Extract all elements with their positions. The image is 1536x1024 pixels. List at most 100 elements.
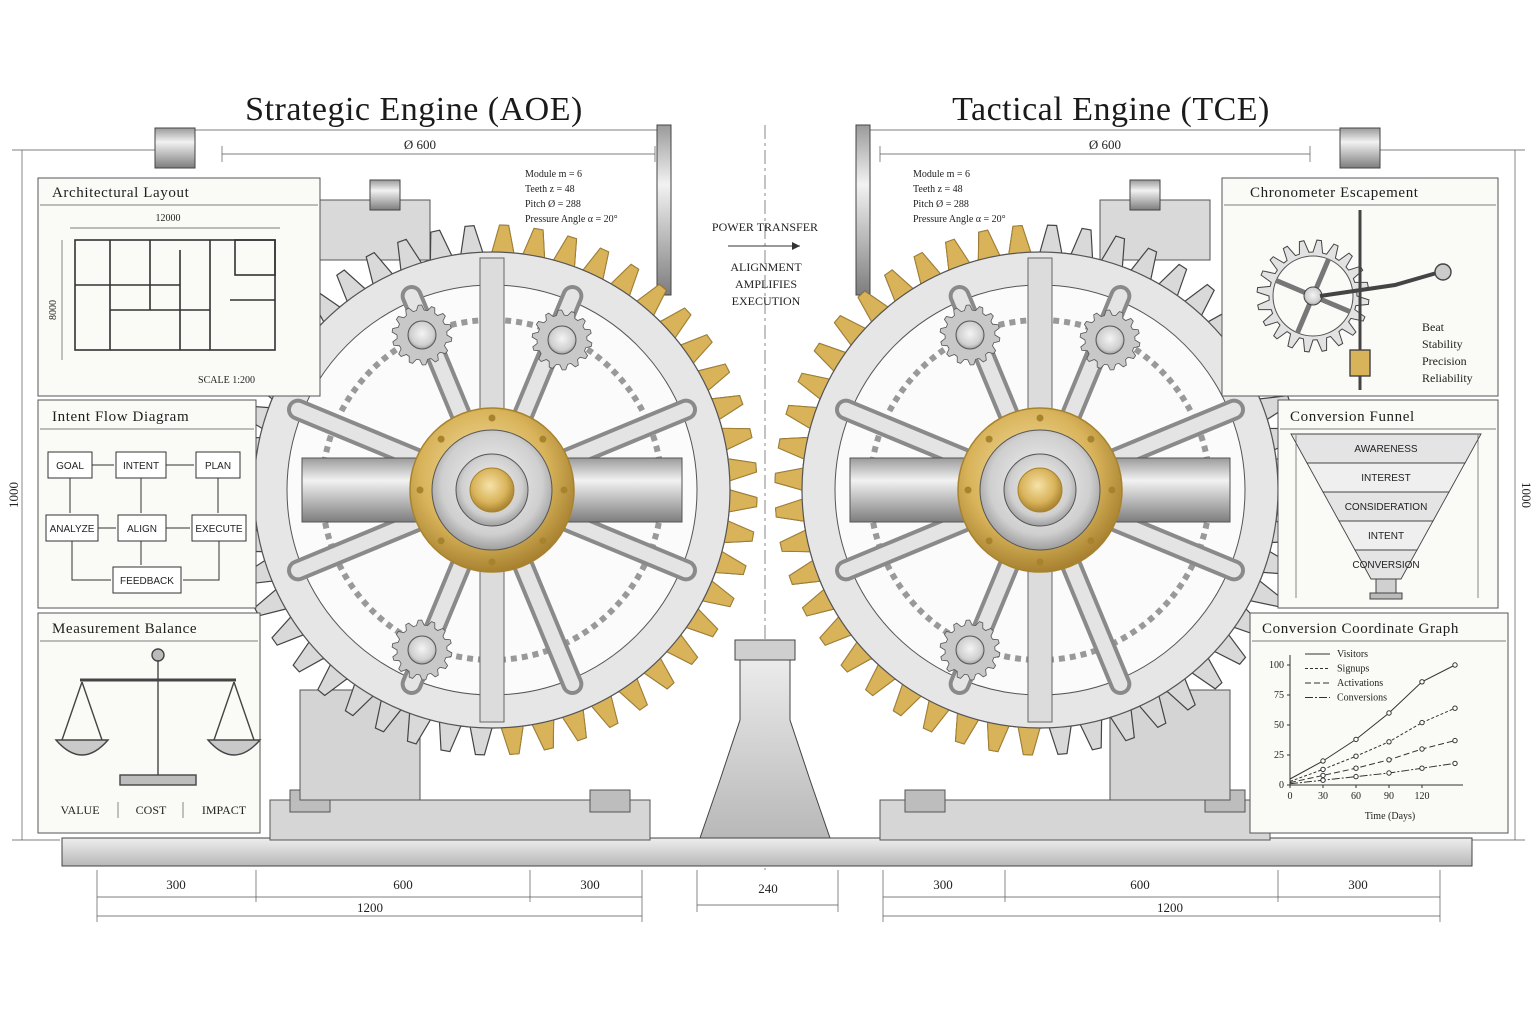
flow-label-align: ALIGN: [127, 524, 157, 535]
funnel-base: [1369, 592, 1403, 600]
dim-left-3: 300: [580, 877, 600, 892]
right-spec-pressure: Pressure Angle α = 20°: [913, 214, 1006, 225]
top-dimension-left: Ø 600: [190, 129, 660, 162]
flow-label-plan: PLAN: [205, 461, 231, 472]
data-point: [1452, 737, 1458, 744]
dim-right-total: 1200: [1157, 900, 1183, 915]
intent-flow-panel: Intent Flow Diagram GOAL INTENT PLAN ANA…: [37, 399, 257, 609]
right-spec-pitch: Pitch Ø = 288: [913, 199, 969, 210]
balance-label-impact: IMPACT: [202, 803, 247, 817]
right-diameter-label: Ø 600: [1089, 137, 1121, 152]
motto-line-3: EXECUTION: [732, 294, 801, 308]
data-point: [1320, 758, 1326, 764]
dim-right-1: 300: [933, 877, 953, 892]
architectural-title: Architectural Layout: [52, 185, 190, 201]
data-point: [1320, 777, 1326, 783]
funnel-spout: [1375, 578, 1397, 594]
dim-center-gap: 240: [758, 881, 778, 896]
floor-plan: [74, 239, 276, 351]
funnel-stage-label: INTEREST: [1361, 473, 1410, 484]
funnel-stage-label: CONVERSION: [1352, 560, 1419, 571]
chrono-label-precision: Precision: [1422, 354, 1467, 368]
x-tick-label: 120: [1415, 791, 1430, 802]
data-point: [1452, 705, 1458, 711]
balance-title: Measurement Balance: [52, 621, 197, 637]
data-point: [1353, 773, 1359, 780]
funnel-stage-label: CONSIDERATION: [1345, 502, 1428, 513]
right-gear-specs: Module m = 6 Teeth z = 48 Pitch Ø = 288 …: [913, 169, 1006, 225]
x-tick-label: 90: [1384, 791, 1394, 802]
y-tick-label: 50: [1274, 720, 1284, 731]
flow-label-analyze: ANALYZE: [50, 524, 95, 535]
left-engine-title: Strategic Engine (AOE): [245, 91, 583, 128]
legend-label: Signups: [1337, 664, 1369, 675]
funnel-stage-label: INTENT: [1368, 531, 1404, 542]
data-point: [1386, 757, 1392, 763]
series-line: [1289, 707, 1456, 782]
data-point: [1386, 739, 1392, 745]
left-spec-pitch: Pitch Ø = 288: [525, 199, 581, 210]
flow-label-goal: GOAL: [56, 461, 84, 472]
chronometer-title: Chronometer Escapement: [1250, 185, 1419, 201]
balance-label-cost: COST: [136, 803, 167, 817]
legend-label: Conversions: [1337, 693, 1387, 704]
tactical-gear: [774, 224, 1306, 756]
left-gear-specs: Module m = 6 Teeth z = 48 Pitch Ø = 288 …: [525, 169, 618, 225]
arrow-right-icon: [792, 242, 800, 250]
funnel-stage-label: AWARENESS: [1354, 444, 1417, 455]
funnel-stage: [1354, 549, 1418, 580]
y-tick-label: 75: [1274, 690, 1284, 701]
data-point: [1320, 772, 1326, 779]
graph-x-label: Time (Days): [1365, 811, 1415, 822]
data-point: [1452, 662, 1458, 668]
x-tick-label: 60: [1351, 791, 1361, 802]
chrono-label-beat: Beat: [1422, 320, 1445, 334]
flow-node-plan: [195, 451, 241, 479]
strategic-gear: [226, 224, 758, 756]
power-transfer-note: POWER TRANSFER ALIGNMENT AMPLIFIES EXECU…: [712, 220, 818, 308]
bottom-dimensions-right: 300 600 300 1200: [882, 870, 1441, 922]
dim-right-2: 600: [1130, 877, 1150, 892]
architectural-layout-panel: Architectural Layout 12000 8000 SCALE 1:…: [37, 177, 321, 397]
x-tick-label: 30: [1318, 791, 1328, 802]
right-spec-teeth: Teeth z = 48: [913, 184, 963, 195]
balance-label-value: VALUE: [60, 803, 99, 817]
data-point: [1353, 736, 1359, 743]
series-line: [1289, 740, 1456, 784]
left-spec-module: Module m = 6: [525, 169, 582, 180]
funnel-title: Conversion Funnel: [1290, 409, 1415, 425]
escapement-lever-icon: [1319, 210, 1452, 390]
series-line: [1289, 664, 1456, 780]
flow-label-intent: INTENT: [123, 461, 159, 472]
right-height-label: 1000: [1519, 482, 1534, 508]
bottom-dimensions-left: 300 600 300 1200: [96, 870, 643, 922]
plan-height-label: 8000: [48, 300, 59, 320]
chrono-label-stability: Stability: [1422, 337, 1463, 351]
plan-scale-label: SCALE 1:200: [198, 375, 255, 386]
data-point: [1419, 765, 1425, 771]
flow-node-execute: [191, 514, 247, 542]
flow-label-feedback: FEEDBACK: [120, 576, 174, 587]
left-spec-pressure: Pressure Angle α = 20°: [525, 214, 618, 225]
right-spec-module: Module m = 6: [913, 169, 970, 180]
right-engine-title: Tactical Engine (TCE): [952, 91, 1270, 128]
intent-flow-title: Intent Flow Diagram: [52, 409, 189, 425]
balance-scale-icon: [54, 648, 262, 786]
power-transfer-label: POWER TRANSFER: [712, 220, 818, 234]
left-diameter-label: Ø 600: [404, 137, 436, 152]
dim-left-2: 600: [393, 877, 413, 892]
chronometer-escapement-panel: Chronometer Escapement Beat Stability Pr…: [1221, 177, 1499, 397]
y-tick-label: 100: [1269, 660, 1284, 671]
x-tick-label: 0: [1288, 791, 1293, 802]
left-spec-teeth: Teeth z = 48: [525, 184, 575, 195]
flow-arrows: [69, 464, 220, 581]
data-point: [1419, 719, 1425, 726]
plan-width-label: 12000: [156, 213, 181, 224]
dim-right-3: 300: [1348, 877, 1368, 892]
data-point: [1353, 753, 1359, 759]
motto-line-2: AMPLIFIES: [735, 277, 797, 291]
data-point: [1320, 766, 1326, 773]
